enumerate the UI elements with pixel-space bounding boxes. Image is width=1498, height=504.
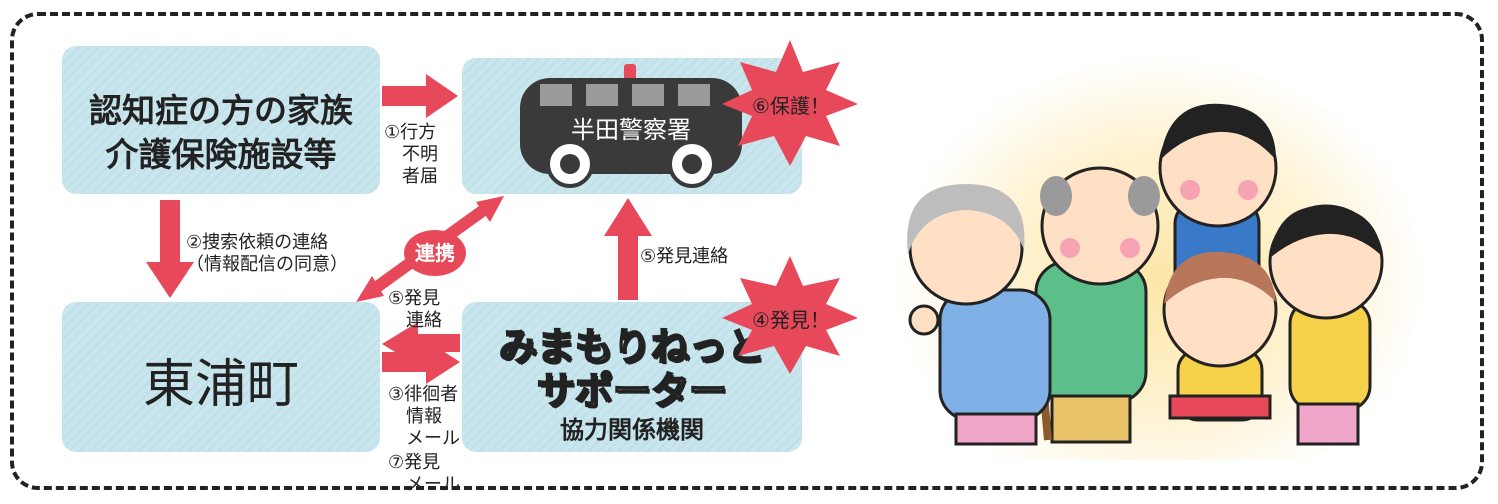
protect-burst-label: ⑥保護！	[752, 94, 830, 118]
arrow-family-to-police	[382, 74, 458, 118]
family-line1: 認知症の方の家族	[89, 91, 353, 130]
found-burst	[722, 256, 858, 374]
search-request-label: ②捜索依頼の連絡 （情報配信の同意）	[186, 232, 348, 275]
found-contact-up-label: ⑤発見連絡	[640, 246, 729, 267]
police-label: 半田警察署	[571, 116, 691, 144]
found-mail-label: ⑦発見 メール	[388, 452, 460, 495]
protect-burst	[722, 40, 858, 166]
wander-mail-label: ③徘徊者 情報 メール	[388, 384, 460, 449]
people-illustration	[907, 103, 1384, 446]
family-box: 認知症の方の家族 介護保険施設等	[62, 46, 380, 194]
cooperation-badge: 連携	[404, 230, 466, 276]
found-contact-left-label: ⑤発見 連絡	[388, 288, 442, 331]
town-label: 東浦町	[142, 355, 299, 415]
supporter-sub: 協力関係機関	[560, 416, 704, 444]
arrow-town-to-supporter-main	[382, 340, 460, 384]
missing-report-label: ①行方 不明 者届	[384, 122, 438, 187]
arrows	[146, 74, 652, 384]
found-burst-label: ④発見！	[752, 308, 830, 332]
supporter-line1: みまもりねっと	[498, 324, 766, 370]
bus-icon	[520, 64, 742, 188]
arrow-supporter-to-police	[604, 198, 652, 300]
family-line2: 介護保険施設等	[105, 135, 337, 174]
supporter-line2: サポーター	[536, 368, 728, 414]
arrow-family-to-town	[146, 200, 194, 298]
town-box: 東浦町	[62, 302, 380, 452]
dashed-frame	[10, 12, 1484, 490]
